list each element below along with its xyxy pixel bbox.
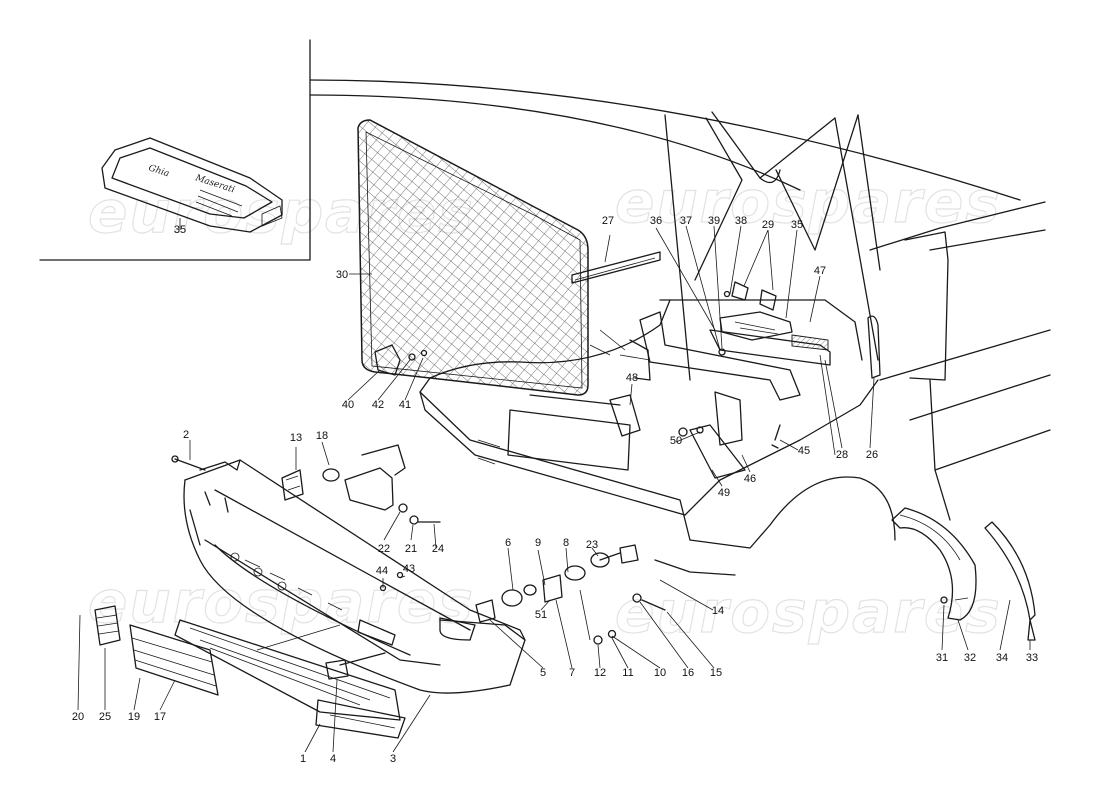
callout-33: 33	[1026, 652, 1038, 664]
callout-4: 4	[330, 753, 336, 765]
callout-12: 12	[594, 667, 606, 679]
callout-32: 32	[964, 652, 976, 664]
front-bumper-assembly	[94, 455, 526, 739]
callout-47: 47	[814, 265, 826, 277]
callout-24: 24	[432, 543, 444, 555]
car-body-outline	[419, 111, 1051, 549]
inset-frame	[39, 39, 1021, 261]
callout-35: 35	[791, 219, 803, 231]
callout-18: 18	[316, 430, 328, 442]
callout-2: 2	[183, 429, 189, 441]
callout-27: 27	[602, 215, 614, 227]
callout-17: 17	[154, 711, 166, 723]
callout-6: 6	[505, 537, 511, 549]
bumper-brackets	[281, 344, 441, 592]
callout-20: 20	[72, 711, 84, 723]
watermark-bottom-right: eurospares	[615, 578, 1002, 646]
callout-5: 5	[540, 667, 546, 679]
callout-30: 30	[336, 269, 348, 281]
callout-45: 45	[798, 445, 810, 457]
callout-26: 26	[866, 449, 878, 461]
callout-34: 34	[996, 652, 1008, 664]
callout-51: 51	[535, 609, 547, 621]
callout-9: 9	[535, 537, 541, 549]
callout-14: 14	[712, 605, 724, 617]
callout-41: 41	[399, 399, 411, 411]
wheel-arch-liner	[891, 507, 1036, 641]
callout-38: 38	[735, 215, 747, 227]
callout-28: 28	[836, 449, 848, 461]
callout-50: 50	[670, 435, 682, 447]
callout-49: 49	[718, 487, 730, 499]
badge-text-left: Ghia	[147, 163, 170, 179]
callout-44: 44	[376, 565, 388, 577]
callout-3: 3	[390, 753, 396, 765]
callout-15: 15	[710, 667, 722, 679]
callout-29: 29	[762, 219, 774, 231]
watermark-bottom: eurospares	[88, 568, 475, 636]
callout-1: 1	[300, 753, 306, 765]
callout-36: 36	[650, 215, 662, 227]
callout-48: 48	[626, 372, 638, 384]
callout-19: 19	[128, 711, 140, 723]
callout-22: 22	[378, 543, 390, 555]
callout-23: 23	[586, 539, 598, 551]
callout-46: 46	[744, 473, 756, 485]
leader-lines	[77, 218, 1031, 753]
callout-10: 10	[654, 667, 666, 679]
callout-21: 21	[405, 543, 417, 555]
callout-42: 42	[372, 399, 384, 411]
callout-31: 31	[936, 652, 948, 664]
callout-43: 43	[403, 563, 415, 575]
buffer-mounts	[475, 544, 736, 645]
watermark-top-right: eurospares	[615, 168, 1002, 236]
callout-39: 39	[708, 215, 720, 227]
latch-crossmember	[571, 251, 881, 479]
callout-11: 11	[622, 667, 633, 679]
callout-40: 40	[342, 399, 354, 411]
callout-35-inset: 35	[174, 224, 186, 236]
callout-8: 8	[563, 537, 569, 549]
callout-labels: 35 30 27 36 37 39 38 29 35 47 48 40 42 4…	[72, 215, 1038, 765]
callout-25: 25	[99, 711, 111, 723]
callout-16: 16	[682, 667, 694, 679]
callout-13: 13	[290, 432, 302, 444]
callout-37: 37	[680, 215, 692, 227]
bonnet-insulation-panel	[357, 119, 589, 396]
callout-7: 7	[569, 667, 575, 679]
